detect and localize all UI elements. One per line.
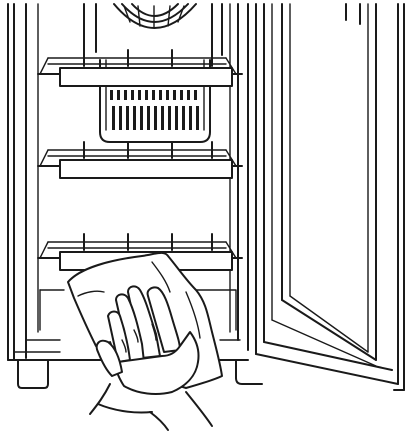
- shelf-middle: [38, 142, 242, 178]
- shelf-top: [38, 50, 242, 86]
- fan-housing: [84, 4, 222, 55]
- cabinet-door: [256, 4, 404, 390]
